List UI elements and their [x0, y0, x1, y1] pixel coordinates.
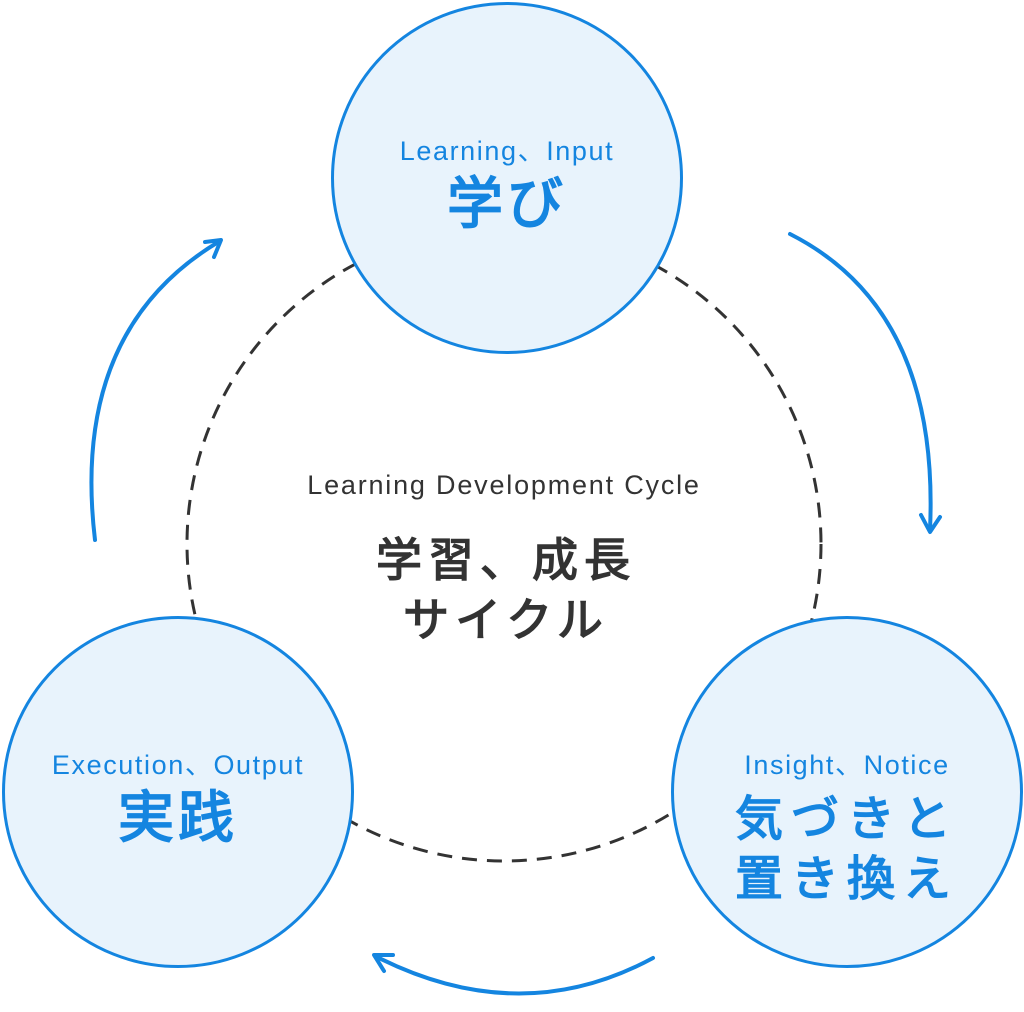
- node-subtitle: Learning、Input: [399, 136, 615, 166]
- arrow-learning-to-insight: [788, 232, 942, 534]
- center-title: 学習、成長 サイクル: [0, 530, 1012, 650]
- arrow-execution-to-learning: [89, 238, 223, 542]
- center-title-line2: サイクル: [403, 593, 609, 647]
- node-subtitle: Execution、Output: [51, 750, 305, 780]
- arrow-head-icon: [372, 953, 395, 973]
- node-insight: Insight、Notice 気づきと 置き換え: [671, 616, 1023, 968]
- center-title-line1: 学習、成長: [376, 533, 636, 587]
- arrow-curve: [788, 232, 933, 532]
- arrow-insight-to-execution: [372, 953, 655, 996]
- arrow-head-icon: [919, 513, 942, 534]
- arrow-curve: [89, 239, 222, 542]
- arrow-curve: [373, 954, 655, 996]
- node-title: 気づきと 置き換え: [734, 791, 959, 907]
- node-title: 学び: [447, 172, 567, 237]
- node-subtitle: Insight、Notice: [744, 750, 950, 780]
- node-title: 実践: [118, 786, 238, 851]
- center-subtitle: Learning Development Cycle: [307, 470, 701, 500]
- dashed-cycle-ring: [185, 225, 823, 863]
- node-learning: Learning、Input 学び: [331, 2, 683, 354]
- node-execution: Execution、Output 実践: [2, 616, 354, 968]
- arrow-head-icon: [203, 238, 223, 259]
